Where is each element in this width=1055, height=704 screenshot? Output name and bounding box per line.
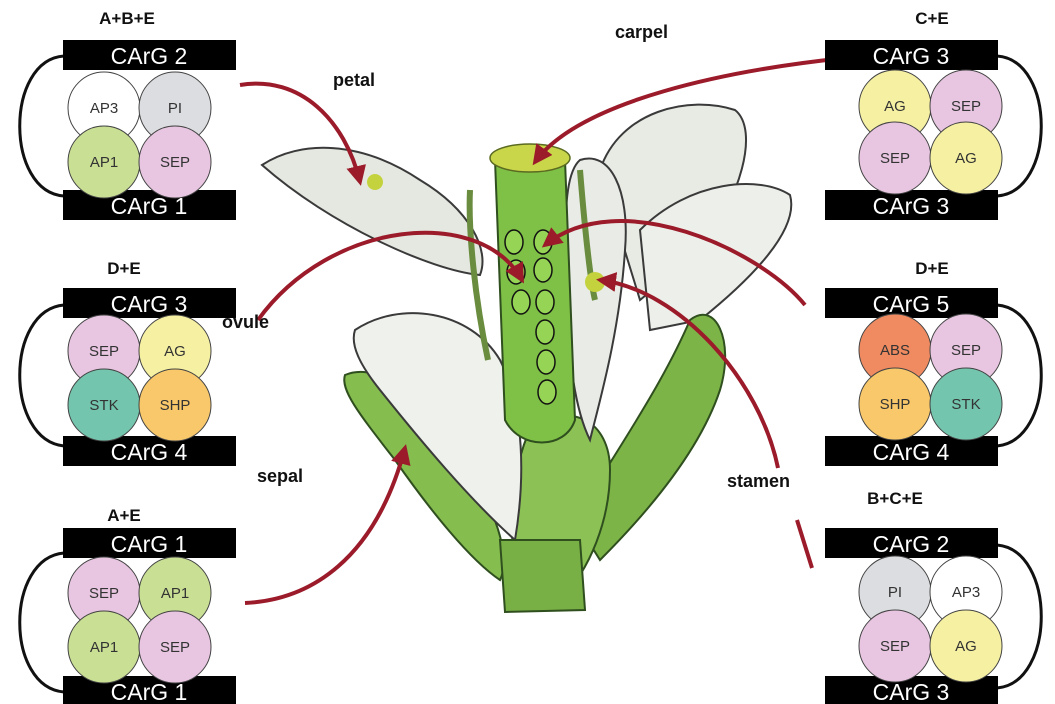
- organ-label-petal: petal: [333, 70, 375, 90]
- protein-label: ABS: [880, 342, 910, 359]
- carg-label-bottom: CArG 4: [111, 439, 188, 465]
- carpel-shape: [495, 153, 575, 443]
- protein-label: AP1: [90, 154, 118, 171]
- dna-loop: [20, 553, 64, 692]
- protein-label: AG: [164, 343, 186, 360]
- protein-label: SHP: [160, 397, 191, 414]
- complex-title: C+E: [915, 9, 949, 28]
- dna-loop: [997, 305, 1041, 446]
- anther-shape: [367, 174, 383, 190]
- complex-bce: B+C+E CArG 2 CArG 3 PI AP3 SEP AG: [825, 489, 1041, 704]
- carg-label-bottom: CArG 3: [873, 679, 950, 704]
- protein-label: SEP: [89, 585, 119, 602]
- complex-title: D+E: [107, 259, 141, 278]
- protein-label: SEP: [880, 638, 910, 655]
- carg-label-top: CArG 3: [111, 291, 188, 317]
- carg-label-bottom: CArG 4: [873, 439, 950, 465]
- protein-label: SHP: [880, 396, 911, 413]
- complex-ae: A+E CArG 1 CArG 1 SEP AP1 AP1 SEP: [20, 506, 236, 704]
- carg-label-top: CArG 1: [111, 531, 188, 557]
- complex-title: A+E: [107, 506, 141, 525]
- dna-loop: [997, 56, 1041, 196]
- organ-label-stamen: stamen: [727, 471, 790, 491]
- organ-label-sepal: sepal: [257, 466, 303, 486]
- protein-label: SEP: [880, 150, 910, 167]
- complex-abe: A+B+E CArG 2 CArG 1 AP3 PI AP1 SEP: [20, 9, 236, 220]
- protein-label: STK: [951, 396, 980, 413]
- carg-label-top: CArG 5: [873, 291, 950, 317]
- dna-loop: [997, 545, 1041, 688]
- complex-de-right: D+E CArG 5 CArG 4 ABS SEP SHP STK: [825, 259, 1041, 466]
- complex-de-left: D+E CArG 3 CArG 4 SEP AG STK SHP: [20, 259, 236, 466]
- carg-label-top: CArG 2: [111, 43, 188, 69]
- protein-label: SEP: [951, 98, 981, 115]
- dna-loop: [20, 305, 64, 446]
- protein-label: AP1: [161, 585, 189, 602]
- protein-label: AP3: [90, 100, 118, 117]
- carg-label-top: CArG 2: [873, 531, 950, 557]
- protein-label: AP1: [90, 639, 118, 656]
- protein-label: SEP: [89, 343, 119, 360]
- petal-shape: [262, 148, 483, 275]
- organ-label-carpel: carpel: [615, 22, 668, 42]
- protein-label: SEP: [951, 342, 981, 359]
- protein-label: PI: [888, 584, 902, 601]
- carg-label-bottom: CArG 3: [873, 193, 950, 219]
- protein-label: SEP: [160, 639, 190, 656]
- protein-label: AG: [884, 98, 906, 115]
- flower-illustration: [262, 105, 791, 612]
- protein-label: STK: [89, 397, 118, 414]
- protein-label: AG: [955, 638, 977, 655]
- protein-label: AP3: [952, 584, 980, 601]
- carg-label-top: CArG 3: [873, 43, 950, 69]
- protein-label: SEP: [160, 154, 190, 171]
- stamen-arrow-segment: [797, 520, 812, 568]
- complex-title: A+B+E: [99, 9, 155, 28]
- stigma-shape: [490, 144, 570, 172]
- complex-ce: C+E CArG 3 CArG 3 AG SEP SEP AG: [825, 9, 1041, 220]
- protein-label: AG: [955, 150, 977, 167]
- protein-label: PI: [168, 100, 182, 117]
- complex-title: D+E: [915, 259, 949, 278]
- stem-shape: [500, 540, 585, 612]
- dna-loop: [20, 56, 64, 196]
- complex-title: B+C+E: [867, 489, 923, 508]
